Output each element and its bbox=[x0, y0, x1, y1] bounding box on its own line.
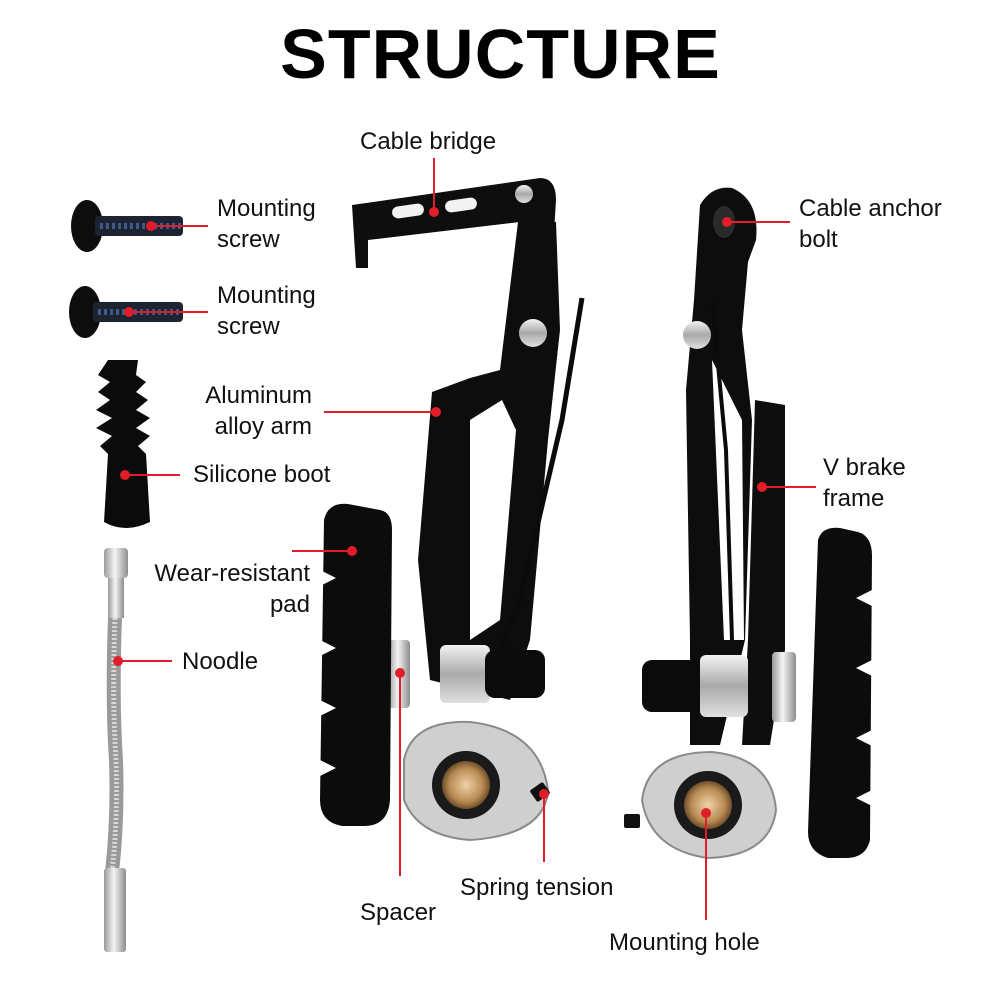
label-v-brake-frame: V brake frame bbox=[823, 452, 906, 514]
label-cable-anchor-bolt: Cable anchor bolt bbox=[799, 193, 942, 255]
silicone-boot bbox=[96, 360, 150, 528]
label-aluminum-alloy-arm-line1: Aluminum bbox=[205, 382, 312, 409]
leader-lines bbox=[113, 158, 816, 920]
label-spring-tension: Spring tension bbox=[460, 874, 614, 901]
label-cable-anchor-bolt-line2: bolt bbox=[799, 226, 838, 253]
leader-cable-bridge bbox=[429, 158, 439, 217]
label-cable-bridge: Cable bridge bbox=[360, 128, 497, 155]
label-aluminum-alloy-arm-line2: alloy arm bbox=[214, 413, 312, 440]
label-silicone-boot: Silicone boot bbox=[193, 461, 331, 488]
leader-mounting-screw-2 bbox=[124, 307, 208, 317]
leader-wear-resistant-pad bbox=[292, 546, 357, 556]
label-v-brake-frame-line2: frame bbox=[823, 485, 885, 512]
left-brake-arm bbox=[320, 178, 585, 842]
label-cable-anchor-bolt-line1: Cable anchor bbox=[799, 195, 942, 222]
leader-mounting-screw-1 bbox=[146, 221, 208, 231]
noodle-part bbox=[104, 548, 128, 952]
label-noodle: Noodle bbox=[182, 648, 259, 675]
diagram-title: STRUCTURE bbox=[280, 15, 721, 93]
label-spacer: Spacer bbox=[360, 899, 437, 926]
leader-spring-tension bbox=[539, 789, 549, 862]
label-aluminum-alloy-arm: Aluminum alloy arm bbox=[180, 380, 312, 442]
right-brake-arm bbox=[624, 187, 872, 860]
mounting-screw-1 bbox=[71, 200, 183, 252]
leader-spacer bbox=[395, 668, 405, 876]
leader-v-brake-frame bbox=[757, 482, 816, 492]
label-wear-resistant-pad: Wear-resistant pad bbox=[120, 558, 310, 620]
leader-aluminum-alloy-arm bbox=[324, 407, 441, 417]
label-mounting-hole: Mounting hole bbox=[609, 929, 760, 956]
label-wear-resistant-pad-line1: Wear-resistant bbox=[154, 560, 310, 587]
label-mounting-screw-2-line1: Mounting bbox=[217, 282, 316, 309]
label-wear-resistant-pad-line2: pad bbox=[269, 591, 310, 618]
leader-mounting-hole bbox=[701, 808, 711, 920]
label-mounting-screw-1-line2: screw bbox=[217, 226, 280, 253]
label-mounting-screw-1: Mounting screw bbox=[217, 193, 316, 255]
leader-silicone-boot bbox=[120, 470, 180, 480]
leader-noodle bbox=[113, 656, 172, 666]
label-mounting-screw-2-line2: screw bbox=[217, 313, 280, 340]
label-mounting-screw-1-line1: Mounting bbox=[217, 195, 316, 222]
leader-cable-anchor-bolt bbox=[722, 217, 790, 227]
label-mounting-screw-2: Mounting screw bbox=[217, 280, 316, 342]
label-v-brake-frame-line1: V brake bbox=[823, 454, 906, 481]
